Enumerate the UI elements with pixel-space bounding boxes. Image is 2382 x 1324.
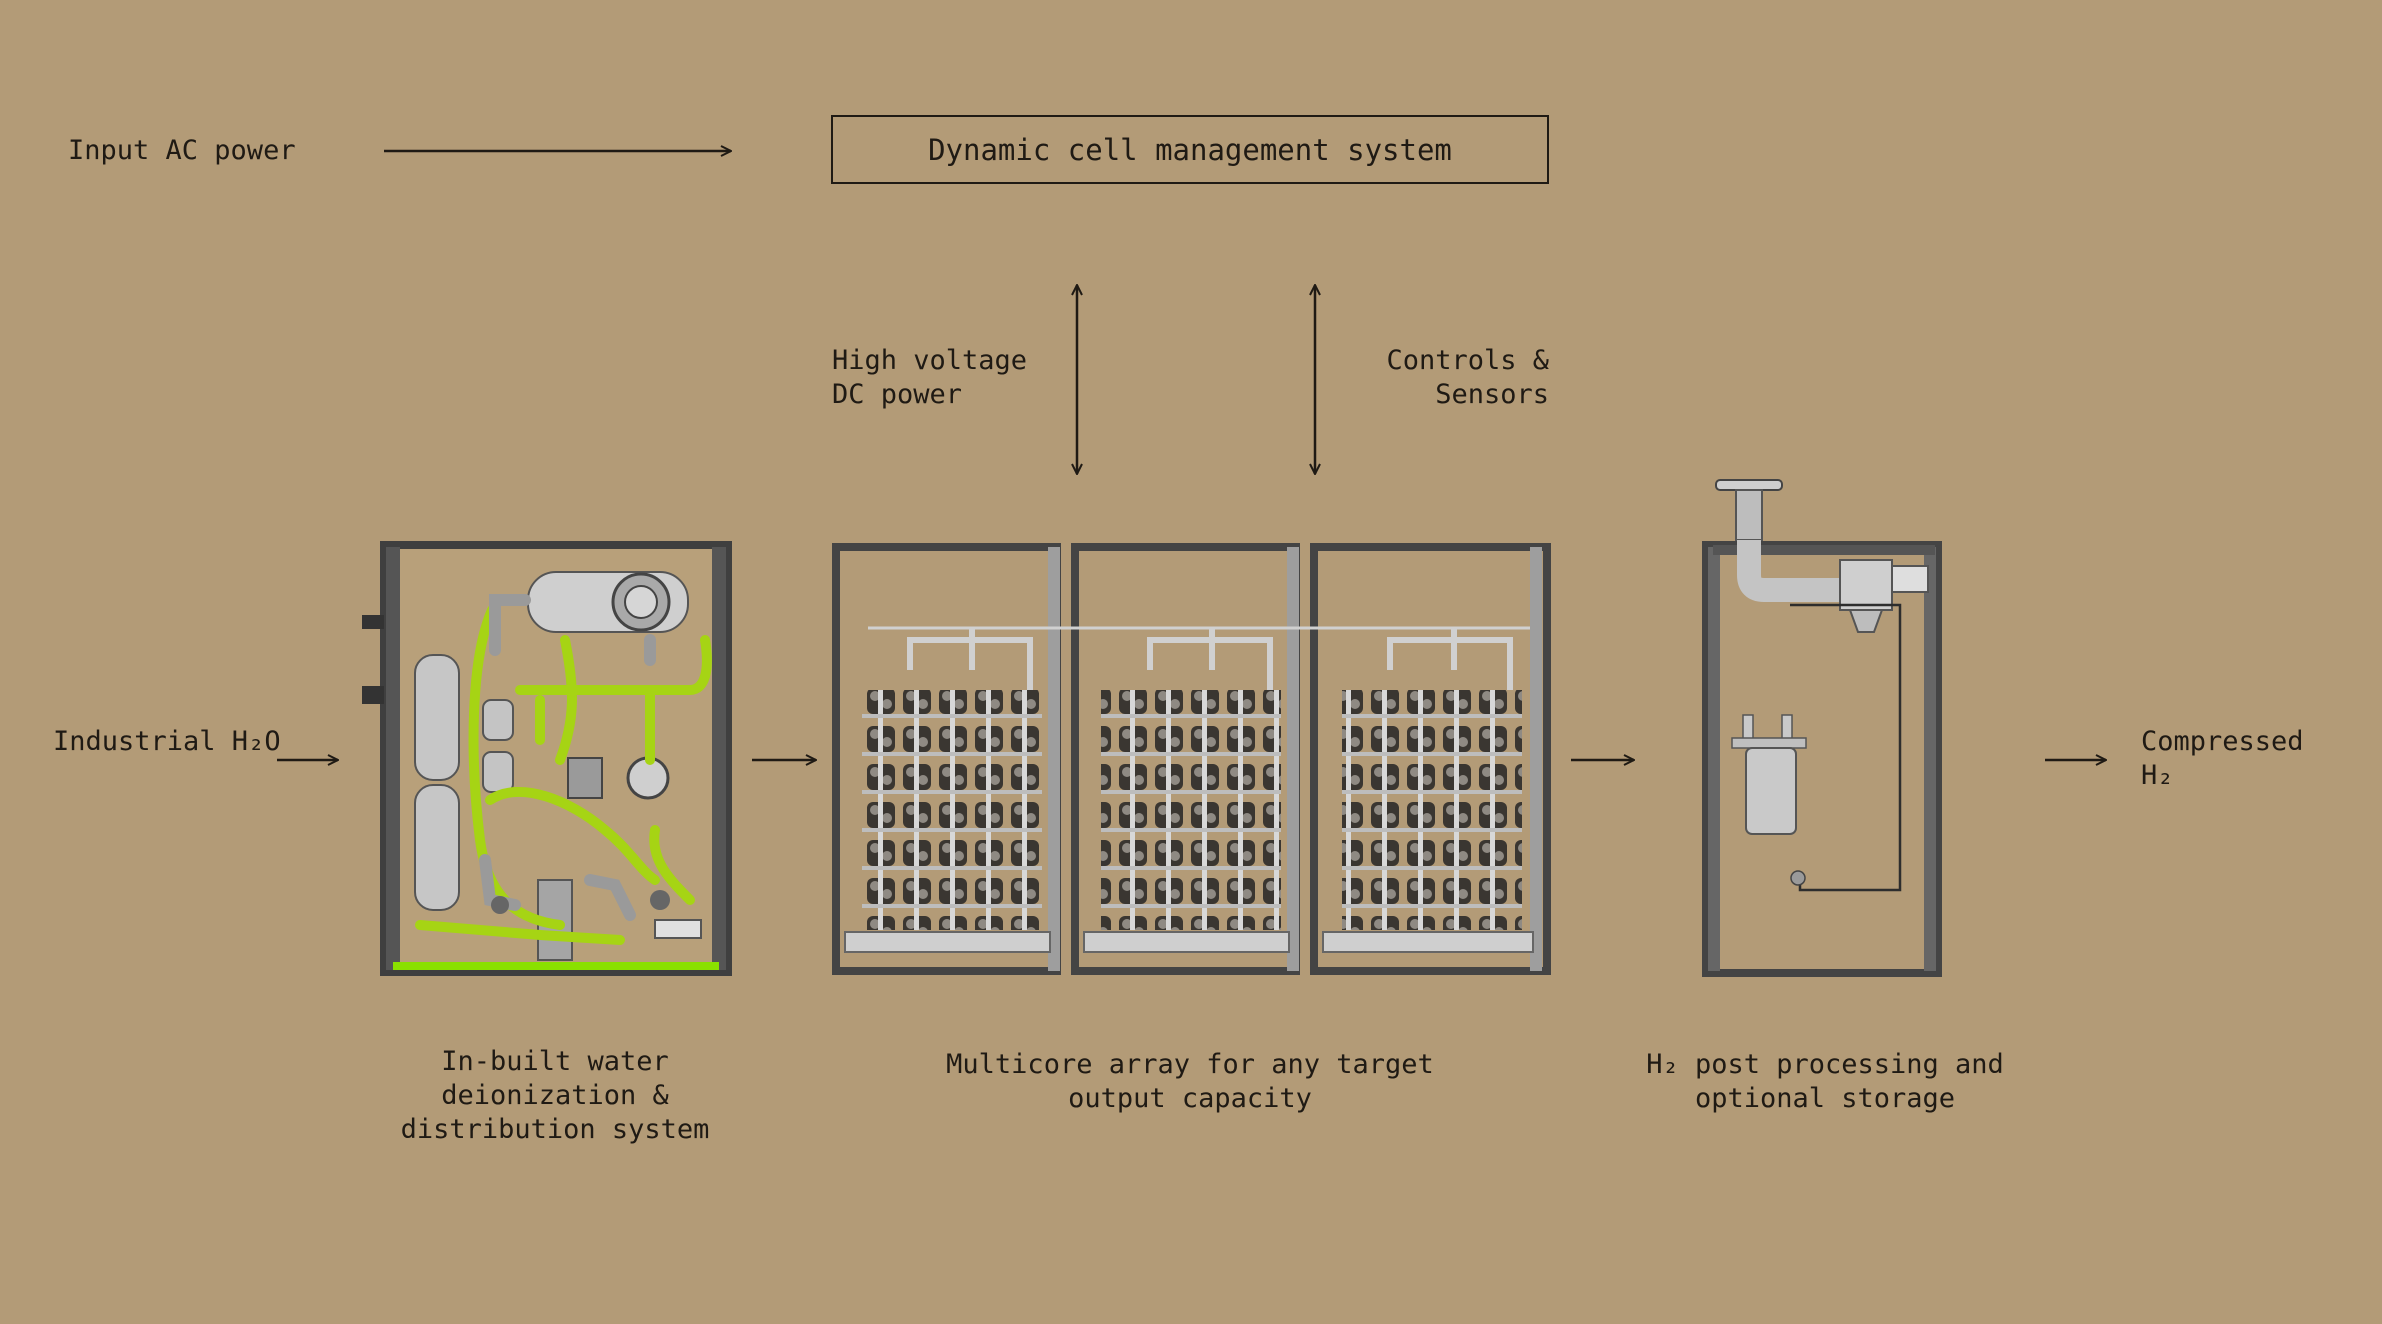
dynamic-cell-management-box: Dynamic cell management system <box>831 115 1549 184</box>
electrolyzer-core-module <box>1071 543 1300 975</box>
electrolyzer-core-module <box>1310 543 1551 975</box>
hydrogen-post-processing-image <box>1702 479 1942 977</box>
industrial-water-label: Industrial H₂O <box>53 726 281 757</box>
controls-sensors-label: Controls & Sensors <box>1386 345 1549 410</box>
compressed-h2-label: Compressed H₂ <box>2141 726 2304 791</box>
dynamic-cell-management-title: Dynamic cell management system <box>928 132 1452 167</box>
deionization-stage-label: In-built water deionization & distributi… <box>400 1046 710 1145</box>
multicore-stage-label: Multicore array for any target output ca… <box>946 1049 1434 1114</box>
post-processing-stage-label: H₂ post processing and optional storage <box>1646 1049 2004 1114</box>
arrows <box>277 151 2106 760</box>
input-ac-power-label: Input AC power <box>68 135 296 166</box>
high-voltage-dc-label: High voltage DC power <box>832 345 1028 410</box>
electrolyzer-core-module <box>832 543 1061 975</box>
water-treatment-unit-image <box>362 541 732 976</box>
electrolyzer-core-image <box>832 543 1551 975</box>
